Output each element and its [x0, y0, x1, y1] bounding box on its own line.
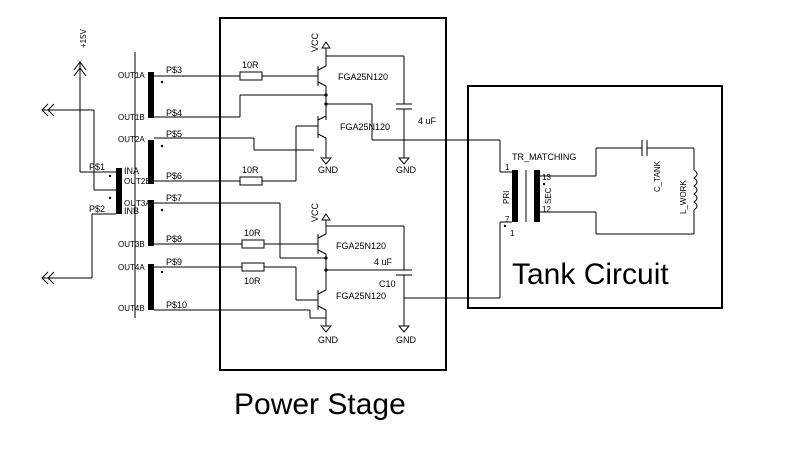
gnd-lower-icon: [319, 325, 333, 333]
gnd-cap-lower-icon: [397, 325, 411, 333]
r1-label: 10R: [242, 60, 259, 70]
vcc-upper-arrow-icon: [321, 41, 331, 49]
tank-circuit-box: [467, 85, 723, 309]
q1-label: FGA25N120: [338, 72, 388, 82]
gnd-cap-lower-label: GND: [396, 335, 417, 345]
r3-label: 10R: [244, 228, 261, 238]
pin-p4-label: P$4: [166, 108, 182, 118]
pin-p10-label: P$10: [166, 300, 187, 310]
resistor-r2: [239, 176, 263, 186]
resistor-r3: [241, 239, 265, 249]
supply-arrow-icon: [73, 61, 87, 77]
q4-label: FGA25N120: [336, 291, 386, 301]
gnd-cap-upper-label: GND: [396, 165, 417, 175]
cap-lower-ref: C10: [379, 279, 396, 289]
out1a-label: OUT1A: [118, 71, 145, 80]
vcc-lower-arrow-icon: [321, 213, 331, 221]
r4-label: 10R: [244, 276, 261, 286]
out3a-label: OUT3A: [124, 199, 151, 208]
pin-p5-label: P$5: [166, 129, 182, 139]
out3-connector: [148, 200, 154, 246]
q2-label: FGA25N120: [340, 122, 390, 132]
c-tank-label: C_TANK: [653, 160, 662, 192]
out2-connector: [148, 140, 154, 184]
resistor-r1: [239, 71, 263, 81]
gnd-upper-label: GND: [318, 165, 339, 175]
pin-12-label: 12: [542, 205, 551, 214]
pin-p2-label: P$2: [89, 204, 105, 214]
pin-p7-label: P$7: [166, 193, 182, 203]
pin-1-label: 1: [505, 163, 510, 172]
resistor-r4: [241, 262, 265, 272]
supply-label: +15V: [79, 28, 88, 48]
pin-p6-label: P$6: [166, 171, 182, 181]
l-work-label: L_WORK: [679, 180, 688, 214]
driver-inb-label: INB: [124, 206, 139, 216]
power-stage-box: [219, 17, 447, 371]
out4a-label: OUT4A: [118, 263, 145, 272]
pin-p8-label: P$8: [166, 234, 182, 244]
driver-ina-label: INA: [124, 166, 139, 176]
transformer-sec-label: SEC: [544, 187, 553, 204]
out1-connector: [148, 72, 154, 118]
cap-lower-value: 4 uF: [374, 257, 393, 267]
tank-circuit-title: Tank Circuit: [512, 258, 669, 291]
pin-7-label: 7: [505, 215, 510, 224]
gnd-cap-upper-icon: [397, 157, 411, 165]
pin-p3-label: P$3: [166, 65, 182, 75]
out3b-label: OUT3B: [118, 240, 145, 249]
q3-label: FGA25N120: [336, 241, 386, 251]
out4-connector: [148, 264, 154, 310]
pin-p1-label: P$1: [89, 162, 105, 172]
out2a-label: OUT2A: [118, 135, 145, 144]
pin-13-label: 13: [542, 173, 551, 182]
out1b-label: OUT1B: [118, 113, 145, 122]
l-work-icon: [693, 169, 698, 211]
gnd-lower-label: GND: [318, 335, 339, 345]
transformer-secondary: [534, 170, 540, 222]
power-stage-title: Power Stage: [234, 388, 406, 421]
gnd-upper-icon: [319, 157, 333, 165]
transformer-label: TR_MATCHING: [512, 152, 576, 162]
transformer-pri-label: PRI: [502, 191, 511, 204]
input-connector: [116, 168, 122, 214]
pin-p9-label: P$9: [166, 257, 182, 267]
vcc-upper-label: VCC: [310, 32, 320, 52]
out2b-label: OUT2B: [124, 177, 151, 186]
pin-1b-label: 1: [510, 229, 515, 238]
transformer-primary: [512, 170, 518, 222]
cap-upper-label: 4 uF: [418, 116, 437, 126]
out4b-label: OUT4B: [118, 304, 145, 313]
vcc-lower-label: VCC: [310, 202, 320, 222]
r2-label: 10R: [242, 165, 259, 175]
